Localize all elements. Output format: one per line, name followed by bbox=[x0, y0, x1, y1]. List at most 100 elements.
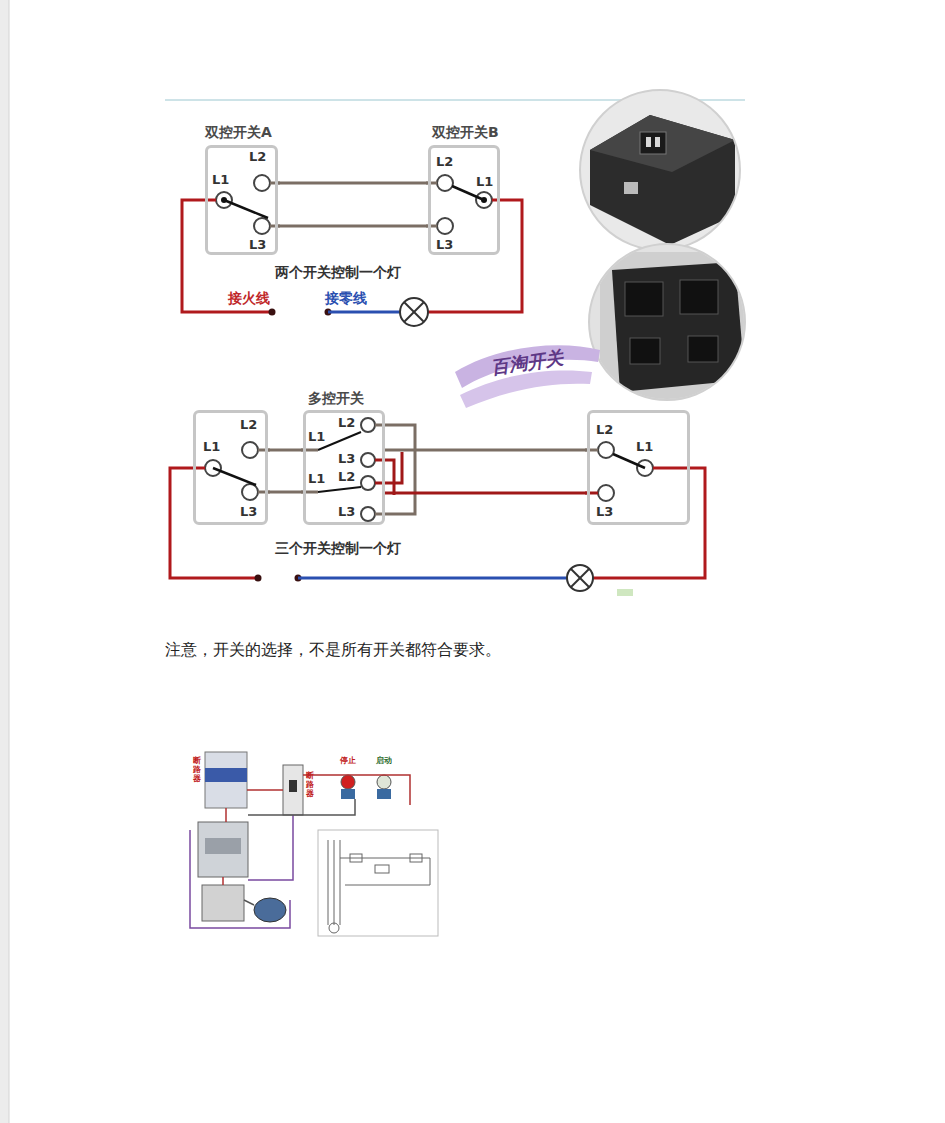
terminal-label: L3 bbox=[338, 452, 355, 466]
wire bbox=[268, 491, 303, 494]
button-base bbox=[341, 789, 355, 799]
wire bbox=[244, 900, 254, 905]
thermal-relay bbox=[202, 885, 244, 921]
terminal-label: L1 bbox=[212, 173, 229, 187]
wire bbox=[375, 425, 415, 514]
part-label: 断路器 bbox=[193, 757, 201, 783]
page-edge bbox=[0, 0, 9, 1123]
lamp bbox=[400, 298, 428, 326]
socket bbox=[688, 336, 718, 362]
switch-body bbox=[612, 262, 745, 392]
wire-end bbox=[269, 309, 276, 316]
terminal bbox=[437, 175, 453, 191]
terminal bbox=[242, 484, 258, 500]
terminal bbox=[361, 418, 375, 432]
terminal-label: L3 bbox=[436, 238, 453, 252]
wire-end bbox=[255, 575, 262, 582]
switch-photo bbox=[590, 115, 735, 245]
part-label: 停止 bbox=[340, 756, 356, 766]
note-text: 注意，开关的选择，不是所有开关都符合要求。 bbox=[165, 640, 501, 659]
wire bbox=[268, 449, 303, 452]
breaker-1pole bbox=[283, 765, 303, 815]
terminal bbox=[254, 175, 270, 191]
lamp bbox=[567, 565, 593, 591]
watermark-stroke bbox=[460, 370, 592, 408]
motor bbox=[254, 898, 286, 922]
schematic-line bbox=[340, 840, 341, 925]
terminal bbox=[646, 137, 651, 147]
socket bbox=[680, 280, 718, 314]
terminal bbox=[361, 476, 375, 490]
contactor bbox=[198, 822, 248, 877]
schematic bbox=[328, 840, 430, 933]
schematic-part bbox=[410, 854, 422, 862]
lamp-cross bbox=[404, 302, 424, 322]
switch-body bbox=[590, 115, 735, 245]
photo-wires bbox=[190, 775, 410, 928]
cross-wires bbox=[375, 452, 598, 495]
switch-lever bbox=[613, 454, 645, 468]
terminal-label: L1 bbox=[308, 430, 325, 444]
part-label: 断路器 bbox=[306, 772, 314, 798]
diagram-caption: 两个开关控制一个灯 bbox=[275, 264, 401, 281]
terminal bbox=[437, 218, 453, 234]
schematic-part bbox=[350, 854, 362, 862]
terminal-label: L3 bbox=[596, 505, 613, 519]
lamp-cross bbox=[571, 569, 589, 587]
lamp-cross bbox=[571, 569, 589, 587]
diagram-caption: 三个开关控制一个灯 bbox=[275, 540, 401, 557]
wire bbox=[385, 492, 587, 495]
wire bbox=[278, 225, 428, 228]
lamp-symbol bbox=[567, 565, 593, 591]
switch-lever bbox=[224, 200, 268, 218]
two-way-switch: 双控开关BL2L1L3 bbox=[428, 145, 500, 255]
wire bbox=[278, 182, 428, 185]
wire bbox=[248, 799, 355, 815]
switch-top bbox=[590, 115, 735, 172]
neutral-wire bbox=[298, 577, 567, 580]
live-wire bbox=[428, 200, 522, 312]
lamp-cross bbox=[404, 302, 424, 322]
schematic-line bbox=[328, 840, 329, 925]
schematic-motor bbox=[329, 923, 339, 933]
terminal-label: L3 bbox=[249, 238, 266, 252]
plate bbox=[600, 252, 750, 402]
terminal bbox=[242, 442, 258, 458]
terminal-label: L2 bbox=[338, 416, 355, 430]
pivot bbox=[221, 197, 227, 203]
socket bbox=[625, 282, 663, 316]
terminal bbox=[216, 192, 232, 208]
wire-label: 接零线 bbox=[325, 290, 367, 307]
terminals bbox=[216, 175, 492, 234]
part-label: 启动 bbox=[376, 756, 392, 766]
wire-label: 接火线 bbox=[228, 290, 270, 307]
multi-way-switch: 多控开关L1L2L3L1L2L3 bbox=[303, 410, 385, 525]
schematic-frame bbox=[318, 830, 438, 936]
breaker-3pole bbox=[205, 752, 247, 808]
terminal bbox=[254, 218, 270, 234]
switch-heading: 双控开关B bbox=[432, 124, 499, 140]
wire bbox=[248, 815, 293, 880]
terminal-label: L2 bbox=[436, 155, 453, 169]
two-way-switch: L2L1L3 bbox=[193, 410, 268, 525]
photo-frame bbox=[580, 90, 740, 250]
wire bbox=[303, 775, 410, 805]
wire bbox=[385, 449, 587, 452]
breaker-handle bbox=[289, 780, 297, 792]
terminal bbox=[361, 453, 375, 467]
terminal bbox=[655, 137, 660, 147]
neutral-wire bbox=[328, 311, 400, 314]
lamp-symbol bbox=[400, 298, 428, 326]
switch-heading: 多控开关 bbox=[308, 390, 364, 406]
switch-photo bbox=[600, 252, 750, 402]
start-button bbox=[377, 775, 391, 789]
terminal-label: L1 bbox=[203, 440, 220, 454]
terminal-label: L3 bbox=[240, 505, 257, 519]
terminal bbox=[476, 192, 492, 208]
terminal-label: L2 bbox=[240, 418, 257, 432]
wire-stubs bbox=[258, 425, 598, 514]
wire bbox=[225, 808, 227, 822]
switch-lever bbox=[213, 468, 256, 485]
